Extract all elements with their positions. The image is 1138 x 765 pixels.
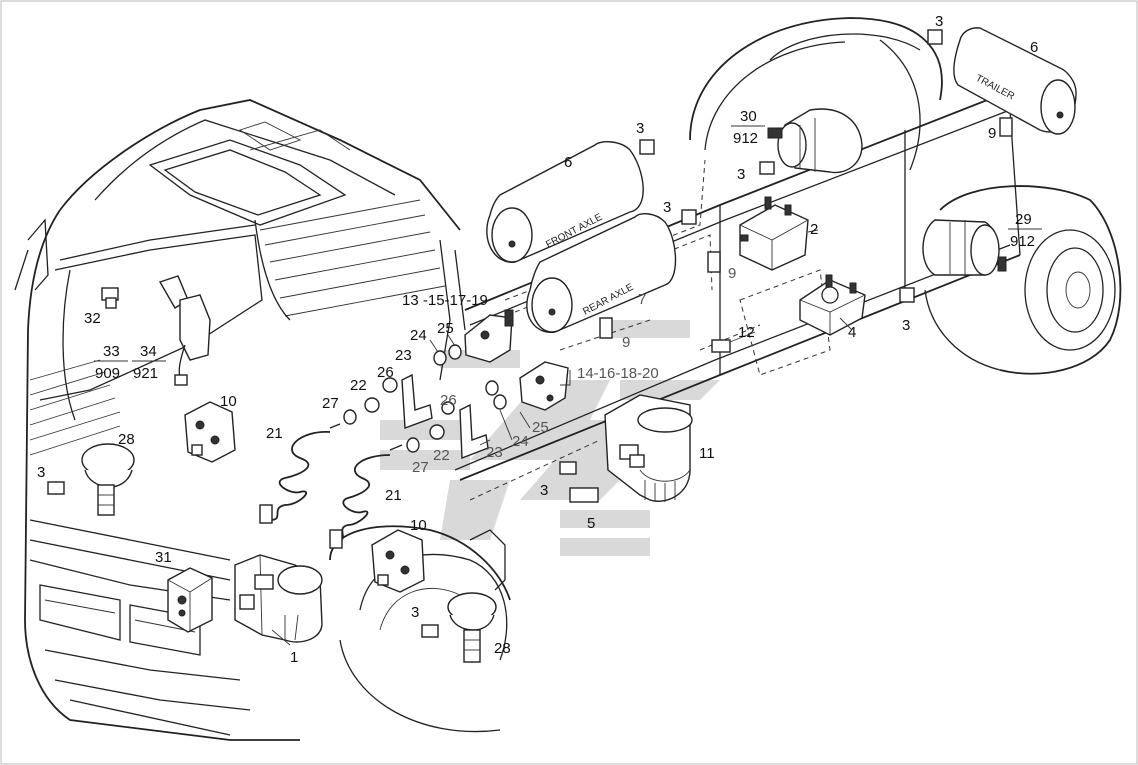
brake-chamber-29 xyxy=(922,219,1007,276)
coiled-hose-21-right xyxy=(329,444,403,549)
air-dryer-11 xyxy=(604,394,693,502)
callout-30-bottom: 912 xyxy=(733,130,758,147)
callout-29-top: 29 xyxy=(1015,211,1032,228)
truck-cab-outline xyxy=(14,99,511,741)
valve-14 xyxy=(519,361,569,411)
callout-33-top: 33 xyxy=(103,343,120,360)
callout-labels: 1 2 3 3 3 3 3 3 3 3 4 5 6 6 7 9 9 9 10 1… xyxy=(37,13,1042,666)
coiled-hose-21-left xyxy=(259,423,341,524)
hand-lever-33-34 xyxy=(158,275,211,386)
callout-3-c: 3 xyxy=(663,199,671,216)
washers xyxy=(343,344,507,453)
callout-6-trailer: 6 xyxy=(1030,39,1038,56)
callout-4: 4 xyxy=(848,324,856,341)
callout-22-upper: 22 xyxy=(350,377,367,394)
callout-3-d: 3 xyxy=(737,166,745,183)
callout-9-c: 9 xyxy=(622,334,630,351)
callout-11: 11 xyxy=(699,445,715,462)
brake-chamber-28-upper xyxy=(81,443,135,516)
callout-9-a: 9 xyxy=(988,125,996,142)
hand-brake-valve-31 xyxy=(167,567,213,633)
valve-13 xyxy=(464,309,514,363)
callout-24-upper: 24 xyxy=(410,327,427,344)
callout-6-front: 6 xyxy=(564,154,572,171)
callout-23-upper: 23 xyxy=(395,347,412,364)
callout-33-bottom: 909 xyxy=(95,365,120,382)
callout-32: 32 xyxy=(84,310,101,327)
bracket-23-lower xyxy=(459,403,489,460)
leader-lines xyxy=(271,229,853,646)
callout-24-lower: 24 xyxy=(512,433,529,450)
callout-3-e: 3 xyxy=(902,317,910,334)
callout-26-lower: 26 xyxy=(440,392,457,409)
callout-1: 1 xyxy=(290,649,298,666)
callout-9-b: 9 xyxy=(728,265,736,282)
brake-chamber-28-lower xyxy=(447,592,497,663)
valve-32 xyxy=(101,287,119,309)
chassis-frame xyxy=(454,17,1122,481)
callout-13-15-17-19: 13 -15-17-19 xyxy=(402,292,488,309)
callout-27-upper: 27 xyxy=(322,395,339,412)
air-tank-trailer: TRAILER xyxy=(953,27,1077,135)
callout-21-left: 21 xyxy=(266,425,283,442)
callout-12: 12 xyxy=(738,324,755,341)
callout-10-upper: 10 xyxy=(220,393,237,410)
callout-28-upper: 28 xyxy=(118,431,135,448)
relay-valve-10-lower xyxy=(371,529,425,593)
callout-25-upper: 25 xyxy=(437,320,454,337)
callout-26-upper: 26 xyxy=(377,364,394,381)
valve-block-2 xyxy=(739,196,809,271)
callout-34-top: 34 xyxy=(140,343,157,360)
relay-valve-10-upper xyxy=(184,401,236,463)
callout-34-bottom: 921 xyxy=(133,365,158,382)
bracket-23-upper xyxy=(401,373,433,429)
callout-31: 31 xyxy=(155,549,172,566)
callout-22-lower: 22 xyxy=(433,447,450,464)
callout-5: 5 xyxy=(587,515,595,532)
protection-valve-4 xyxy=(799,274,866,336)
callout-28-lower: 28 xyxy=(494,640,511,657)
callout-21-right: 21 xyxy=(385,487,402,504)
callout-27-lower: 27 xyxy=(412,459,429,476)
callout-3-f: 3 xyxy=(37,464,45,481)
callout-3-a: 3 xyxy=(935,13,943,30)
callout-23-lower: 23 xyxy=(486,444,503,461)
callout-29-bottom: 912 xyxy=(1010,233,1035,250)
callout-2: 2 xyxy=(810,221,818,238)
fittings xyxy=(47,29,1013,638)
callout-3-h: 3 xyxy=(411,604,419,621)
air-tank-rear-axle: REAR AXLE xyxy=(526,213,677,333)
callout-30-top: 30 xyxy=(740,108,757,125)
callout-3-b: 3 xyxy=(636,120,644,137)
callout-3-g: 3 xyxy=(540,482,548,499)
brake-chamber-30 xyxy=(767,108,863,174)
callout-7: 7 xyxy=(638,291,646,308)
brake-valve-1 xyxy=(234,554,323,643)
callout-14-16-18-20: 14-16-18-20 xyxy=(577,365,659,382)
callout-10-lower: 10 xyxy=(410,517,427,534)
callout-25-lower: 25 xyxy=(532,419,549,436)
